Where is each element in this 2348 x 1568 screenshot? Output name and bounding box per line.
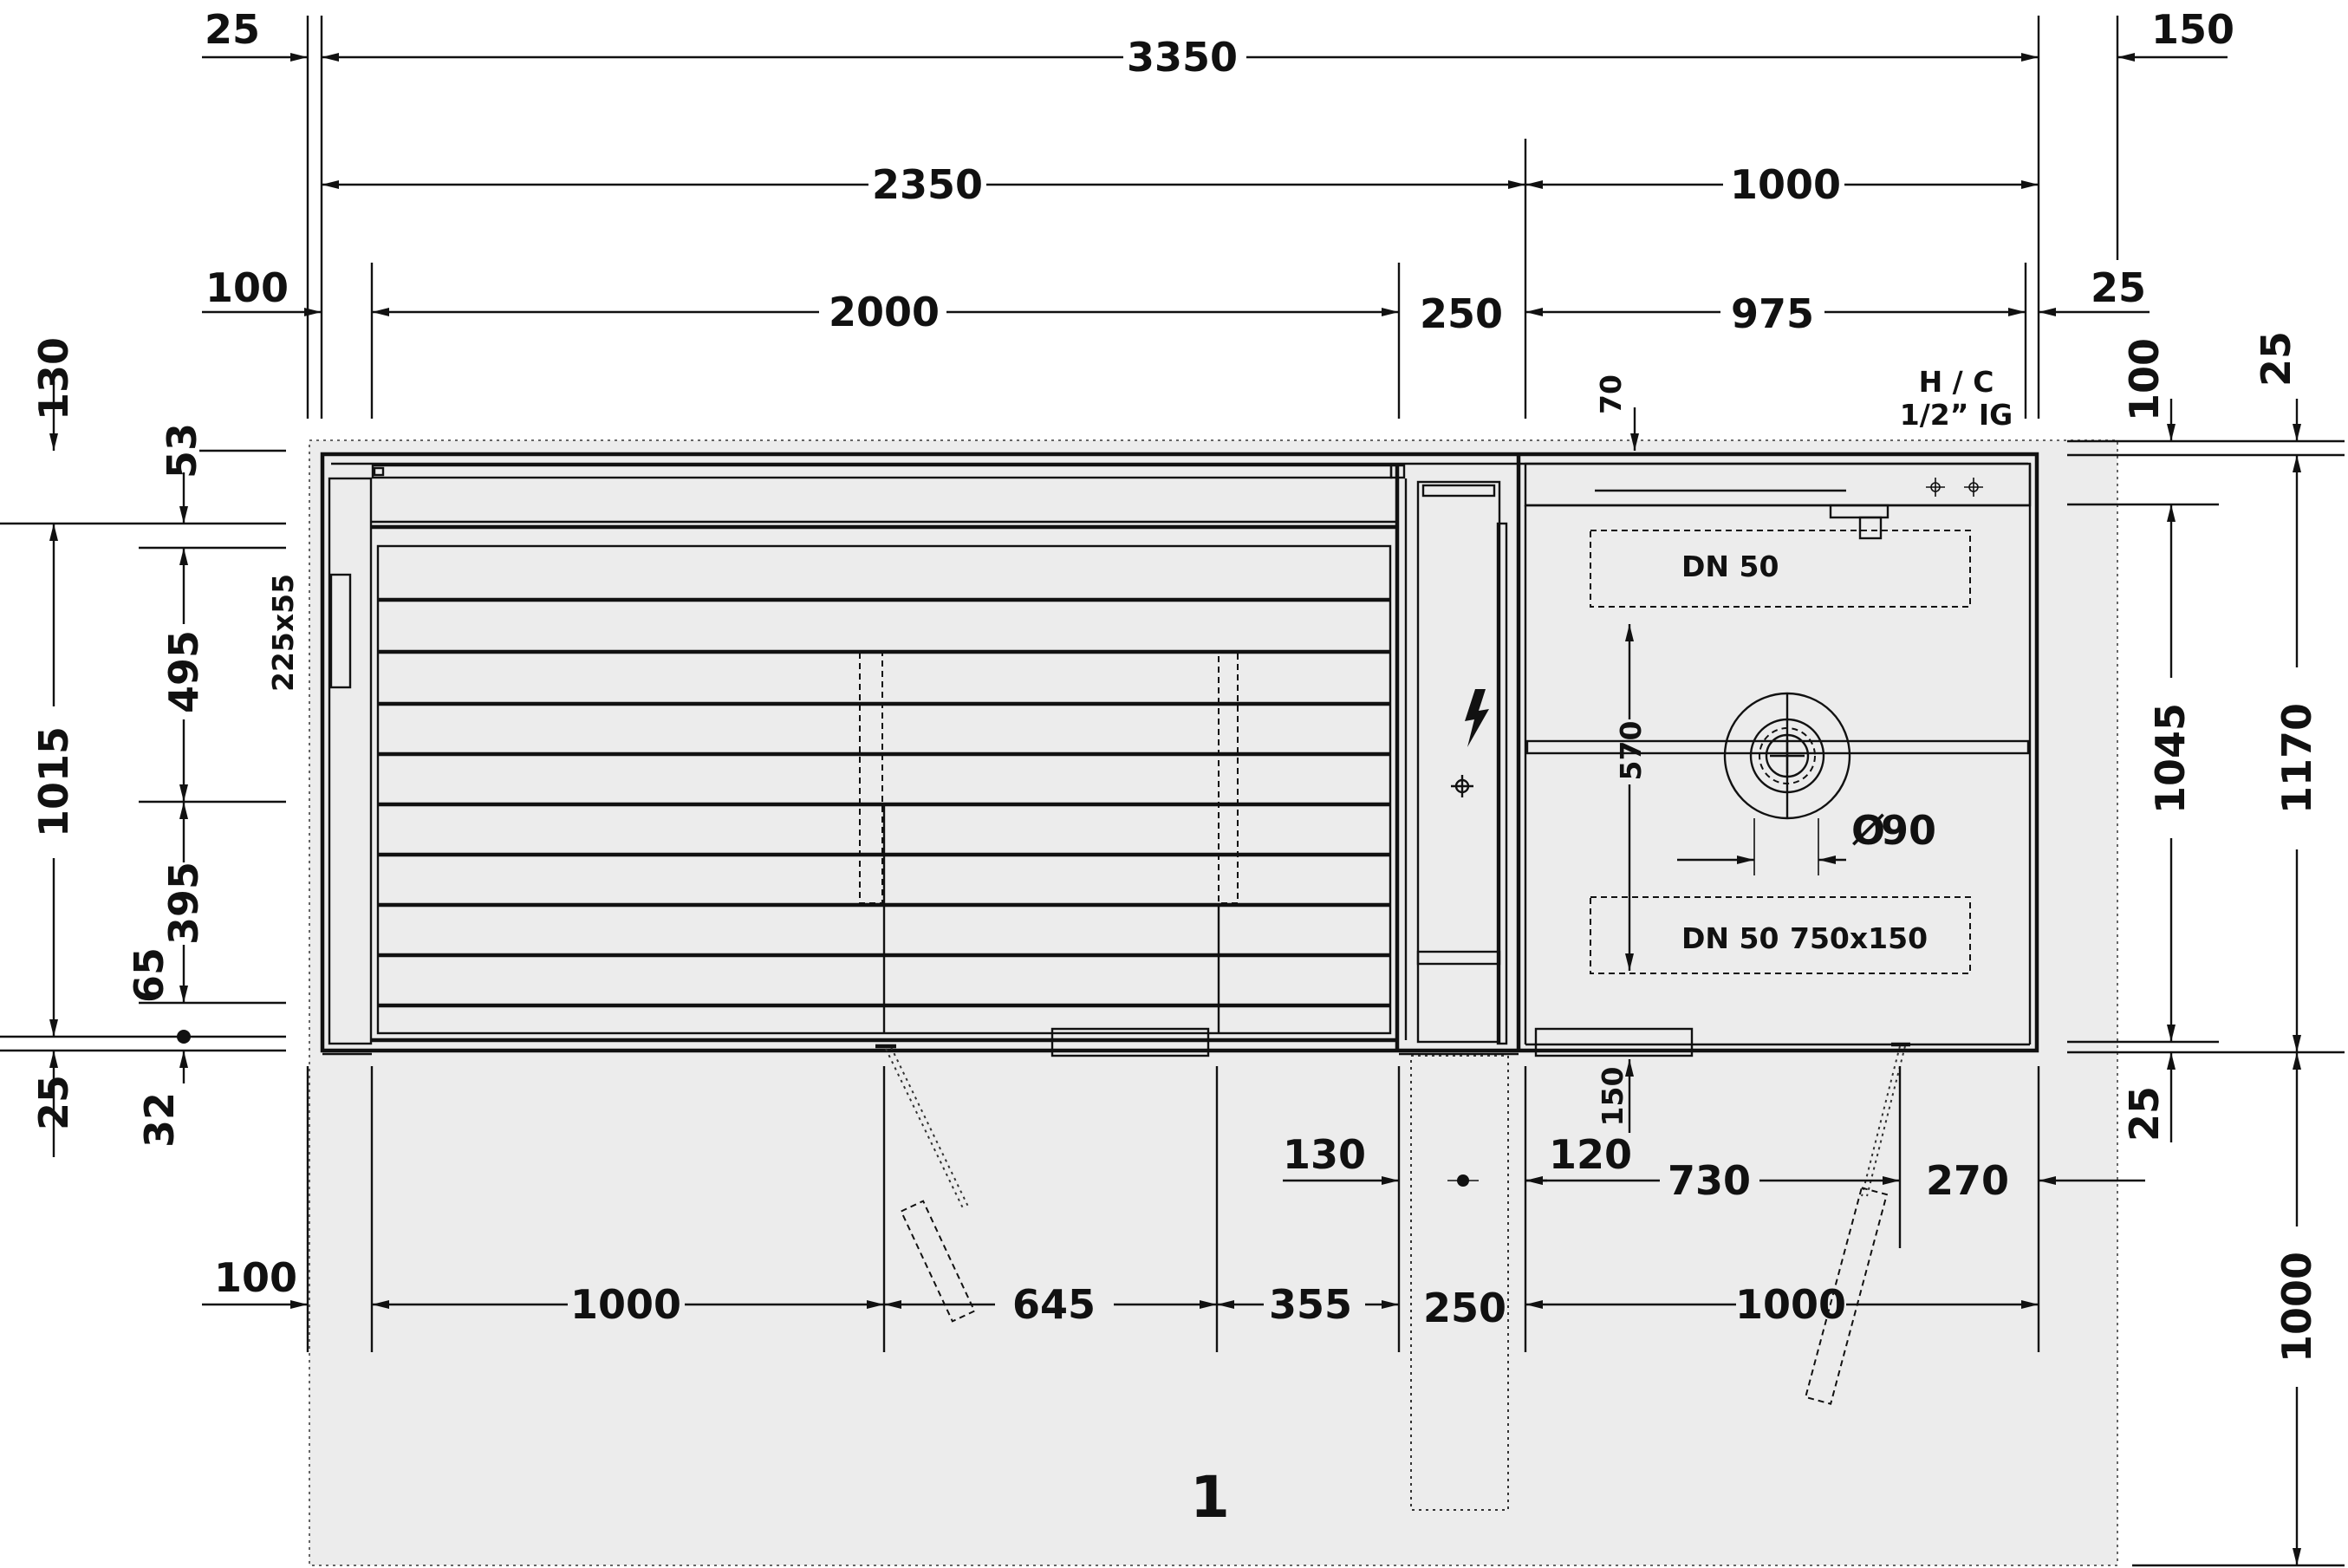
dim-total-width: 3350 [1127, 34, 1238, 81]
drain-diameter-symbol: Ø [1851, 807, 1885, 854]
dim-bottom-730: 730 [1668, 1157, 1751, 1204]
dim-width-2350: 2350 [872, 161, 983, 208]
dim-right-25-small: 25 [2253, 331, 2299, 387]
dim-right-1170: 1170 [2273, 703, 2320, 814]
dim-left-32: 32 [136, 1092, 183, 1148]
dim-right-150: 150 [2151, 6, 2234, 53]
zone-number: 1 [1190, 1464, 1230, 1531]
dim-width-250-top: 250 [1420, 290, 1503, 337]
drain-zone-upper [1590, 530, 1971, 608]
dim-width-1000-top: 1000 [1730, 161, 1841, 208]
clearance-zone [309, 439, 2118, 1566]
label-drain-lower-size: 750x150 [1790, 921, 1928, 955]
dim-left-53: 53 [159, 423, 205, 478]
dim-offset-150: 150 [1596, 1067, 1629, 1127]
technic-column [1416, 480, 1501, 1044]
dim-left-25: 25 [30, 1075, 77, 1130]
dim-bottom-130: 130 [1283, 1131, 1366, 1178]
dim-bottom-270: 270 [1926, 1157, 2009, 1204]
cold-water-icon [1964, 478, 1983, 497]
label-handle-size: 225x55 [266, 574, 300, 692]
handle-slot [329, 573, 352, 689]
dim-right-1045: 1045 [2147, 703, 2194, 814]
label-drain-upper: DN 50 [1681, 550, 1779, 583]
drain-zone-lower [1590, 896, 1971, 974]
dim-top-left-25: 25 [205, 6, 260, 53]
label-thread: 1/2” IG [1900, 398, 2013, 432]
dim-bottom-250: 250 [1423, 1285, 1506, 1331]
dim-offset-70: 70 [1594, 374, 1628, 414]
dim-left-495: 495 [160, 630, 207, 713]
dim-bottom-355: 355 [1269, 1281, 1352, 1328]
label-drain-lower: DN 50 [1681, 921, 1779, 955]
dim-left-130: 130 [30, 337, 77, 420]
drain-icon [1723, 692, 1851, 820]
tub-plan [320, 452, 2039, 1511]
electric-point-icon [1451, 775, 1473, 797]
dimension-labels: 25 3350 150 2350 1000 100 2000 250 975 2… [30, 6, 2320, 1531]
dim-left-395: 395 [160, 862, 207, 945]
dimension-lines [49, 53, 2301, 1565]
dim-bottom-100: 100 [214, 1254, 297, 1301]
electric-icon [1465, 689, 1489, 747]
hot-water-icon [1926, 478, 1945, 497]
dim-left-65: 65 [126, 947, 172, 1003]
dim-bottom-1000-right: 1000 [1735, 1281, 1846, 1328]
dim-bottom-120: 120 [1549, 1131, 1632, 1178]
dim-bottom-645: 645 [1012, 1281, 1096, 1328]
dim-right-25-bottom: 25 [2121, 1086, 2168, 1142]
extension-lines [0, 16, 2345, 1567]
door-left [875, 1044, 976, 1323]
dim-left-100-top: 100 [205, 264, 289, 311]
dim-right-25-top: 25 [2091, 264, 2146, 311]
dim-width-975: 975 [1731, 290, 1814, 337]
dim-width-2000: 2000 [829, 289, 940, 335]
dim-bottom-1000-left: 1000 [570, 1281, 681, 1328]
label-hc: H / C [1919, 365, 1994, 399]
bench-slats [376, 544, 1392, 1035]
dim-left-1015: 1015 [30, 726, 77, 837]
dim-drain-diameter: 90 [1881, 807, 1936, 854]
dim-drain-spacing-570: 570 [1614, 721, 1648, 781]
dim-right-1000: 1000 [2273, 1252, 2320, 1363]
dim-right-100: 100 [2121, 338, 2168, 421]
service-access [1410, 1055, 1509, 1511]
door-right [1804, 1042, 1910, 1405]
